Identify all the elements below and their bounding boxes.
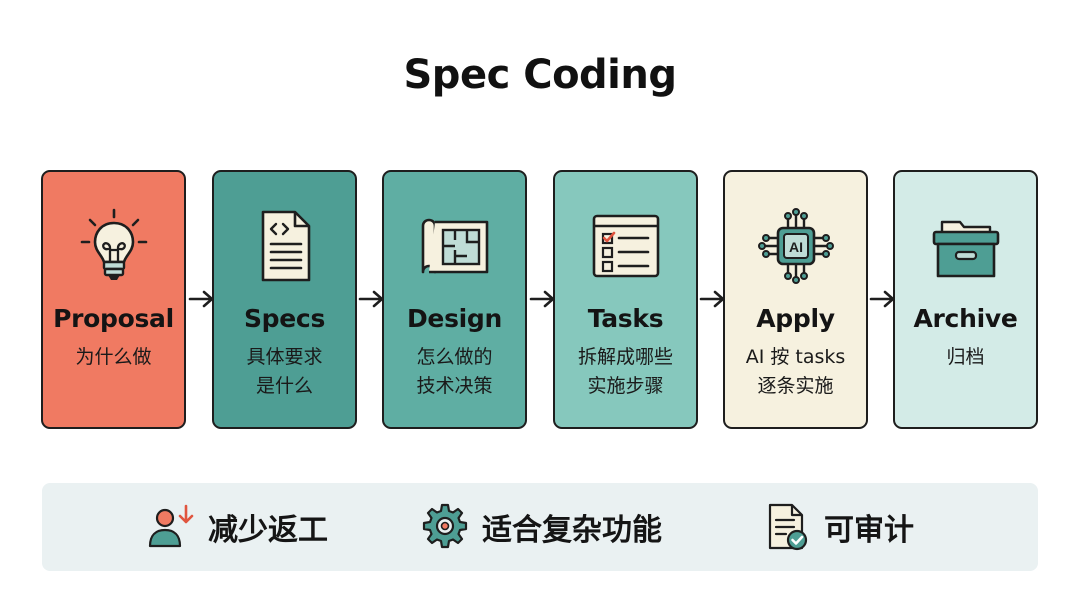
benefits-bar: 减少返工 适合复杂功能 [42,483,1038,571]
benefit-label: 减少返工 [208,513,328,548]
stage-name: Archive [913,304,1018,333]
stage-description: 怎么做的 技术决策 [416,346,493,397]
stage-description: 为什么做 [75,346,152,368]
stage-card-design: Design 怎么做的 技术决策 [382,170,527,429]
lightbulb-icon [74,206,154,286]
benefit-auditable: 可审计 [762,483,914,571]
stage-name: Design [406,304,503,333]
benefit-label: 适合复杂功能 [482,513,662,548]
checklist-icon [586,206,666,286]
stage-card-specs: Specs 具体要求 是什么 [212,170,357,429]
stage-card-tasks: Tasks 拆解成哪些 实施步骤 [553,170,698,429]
stage-name: Apply [756,304,835,333]
document-code-icon [245,206,325,286]
benefit-complex-features: 适合复杂功能 [420,483,662,571]
arrow-right-icon [869,289,896,309]
archive-box-icon [926,206,1006,286]
stage-name: Tasks [587,304,664,333]
person-down-arrow-icon [146,502,196,552]
stage-description: 具体要求 是什么 [246,346,323,397]
arrow-right-icon [529,289,556,309]
diagram-title: Spec Coding [403,52,678,98]
stage-description: 归档 [946,346,985,368]
benefit-reduce-rework: 减少返工 [146,483,328,571]
stage-card-apply: AI Apply AI 按 tasks 逐条实施 [723,170,868,429]
stage-description: AI 按 tasks 逐条实施 [745,346,846,397]
arrow-right-icon [358,289,385,309]
stage-card-proposal: Proposal 为什么做 [41,170,186,429]
benefit-label: 可审计 [824,513,914,548]
svg-text:AI: AI [789,239,803,255]
stage-description: 拆解成哪些 实施步骤 [577,346,673,397]
stage-name: Proposal [53,304,174,333]
stage-name: Specs [243,304,326,333]
arrow-right-icon [188,289,215,309]
stage-card-archive: Archive 归档 [893,170,1038,429]
document-check-icon [762,502,812,552]
ai-chip-icon: AI [756,206,836,286]
arrow-right-icon [699,289,726,309]
gear-icon [420,502,470,552]
blueprint-icon [415,206,495,286]
